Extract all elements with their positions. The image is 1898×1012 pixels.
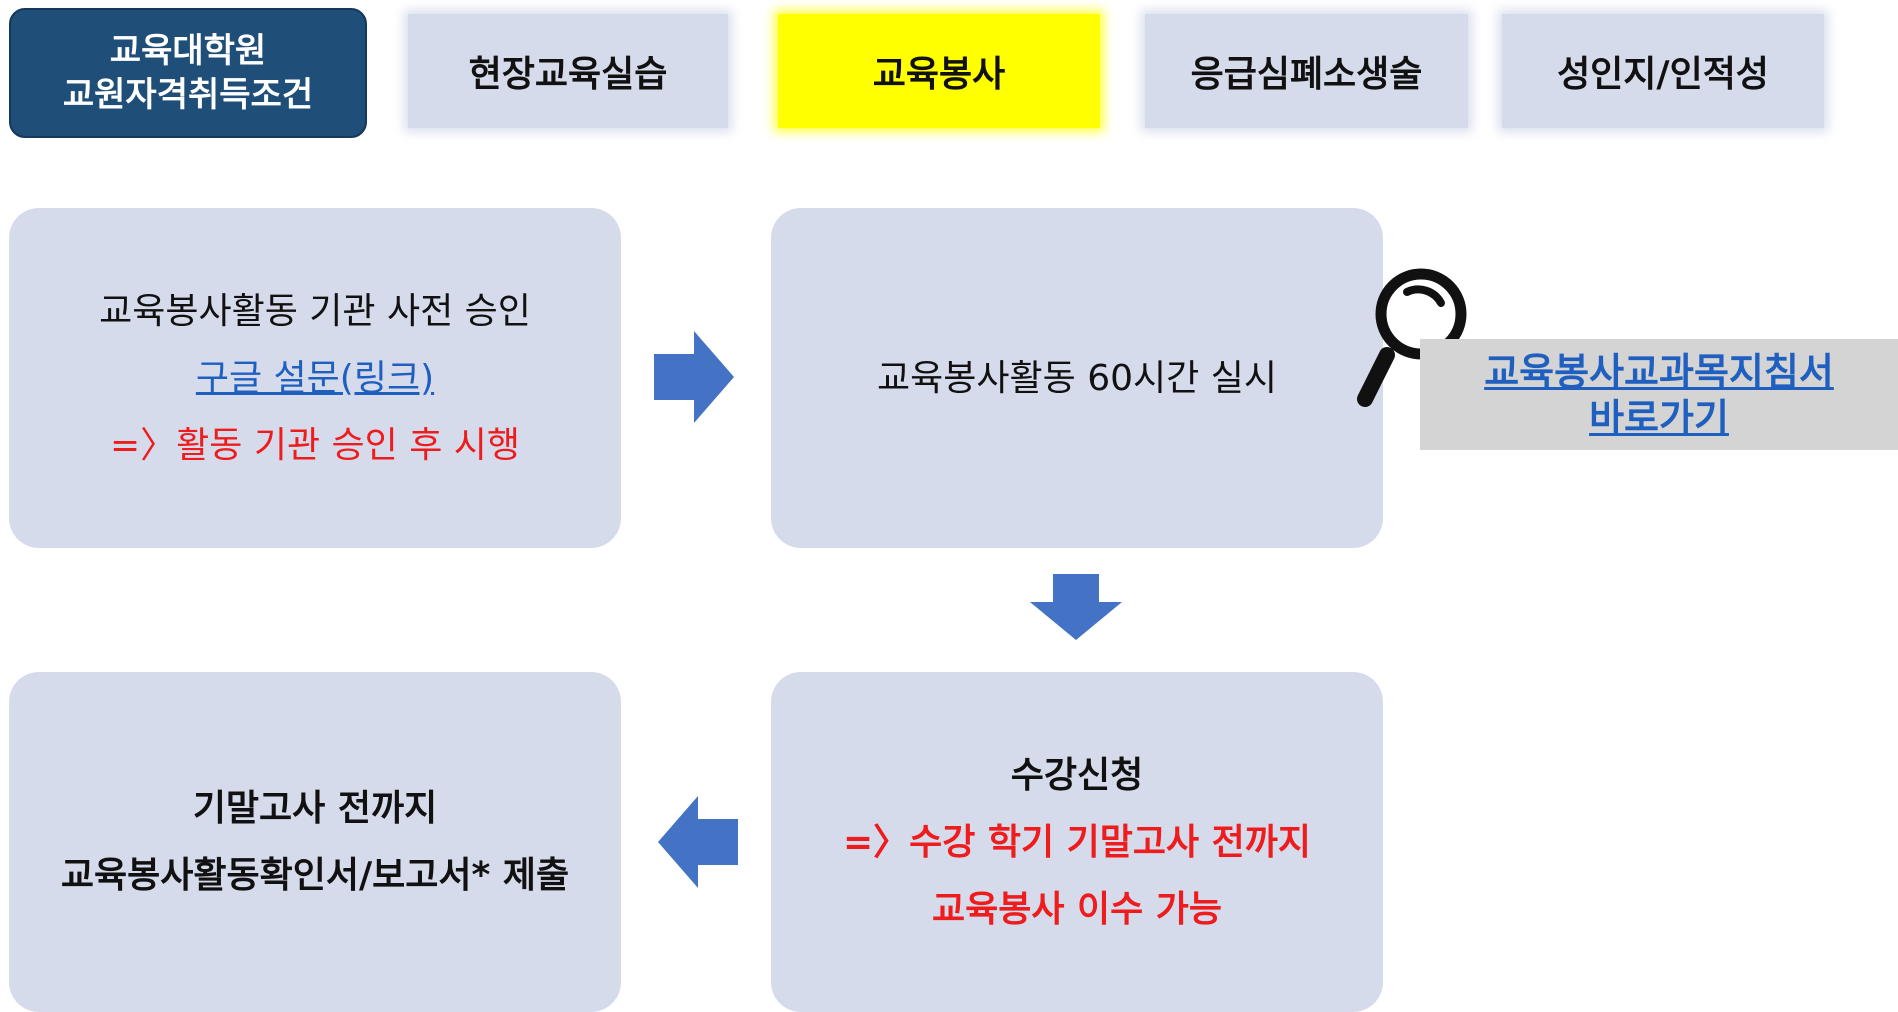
tab-education-volunteer[interactable]: 교육봉사 <box>778 14 1100 128</box>
tab-label: 교육봉사 <box>872 54 1006 95</box>
guide-link-panel[interactable]: 교육봉사교과목지침서 바로가기 <box>1420 339 1898 450</box>
tab-label: 현장교육실습 <box>468 54 668 95</box>
step3-note-1: =〉수강 학기 기말고사 전까지 <box>842 821 1312 863</box>
step4-line-1: 기말고사 전까지 <box>192 788 438 829</box>
guide-link-line-1[interactable]: 교육봉사교과목지침서 <box>1484 349 1834 394</box>
google-survey-link[interactable]: 구글 설문(링크) <box>195 357 435 399</box>
step-box-60-hours: 교육봉사활동 60시간 실시 <box>771 208 1383 548</box>
arrow-down-icon <box>1030 574 1122 640</box>
tab-gender-personality[interactable]: 성인지/인적성 <box>1502 14 1824 128</box>
title-line-2: 교원자격취득조건 <box>62 75 314 115</box>
tab-label: 성인지/인적성 <box>1557 54 1769 95</box>
arrow-right-icon <box>654 331 734 423</box>
step-box-submit-report: 기말고사 전까지 교육봉사활동확인서/보고서* 제출 <box>9 672 621 1012</box>
step4-line-2: 교육봉사활동확인서/보고서* 제출 <box>60 855 570 896</box>
step3-note-2: 교육봉사 이수 가능 <box>931 888 1223 930</box>
title-line-1: 교육대학원 <box>109 31 267 71</box>
title-badge: 교육대학원 교원자격취득조건 <box>9 8 367 138</box>
tab-cpr[interactable]: 응급심폐소생술 <box>1145 14 1468 128</box>
tab-label: 응급심폐소생술 <box>1190 54 1423 95</box>
step-box-course-registration: 수강신청 =〉수강 학기 기말고사 전까지 교육봉사 이수 가능 <box>771 672 1383 1012</box>
step2-text: 교육봉사활동 60시간 실시 <box>877 357 1277 399</box>
tab-field-practice[interactable]: 현장교육실습 <box>408 14 728 128</box>
guide-link-line-2[interactable]: 바로가기 <box>1589 395 1729 440</box>
step1-note: =〉활동 기관 승인 후 시행 <box>109 424 521 466</box>
step3-title: 수강신청 <box>1010 754 1144 796</box>
step1-text: 교육봉사활동 기관 사전 승인 <box>99 290 531 332</box>
arrow-left-icon <box>658 796 738 888</box>
step-box-pre-approval: 교육봉사활동 기관 사전 승인 구글 설문(링크) =〉활동 기관 승인 후 시… <box>9 208 621 548</box>
